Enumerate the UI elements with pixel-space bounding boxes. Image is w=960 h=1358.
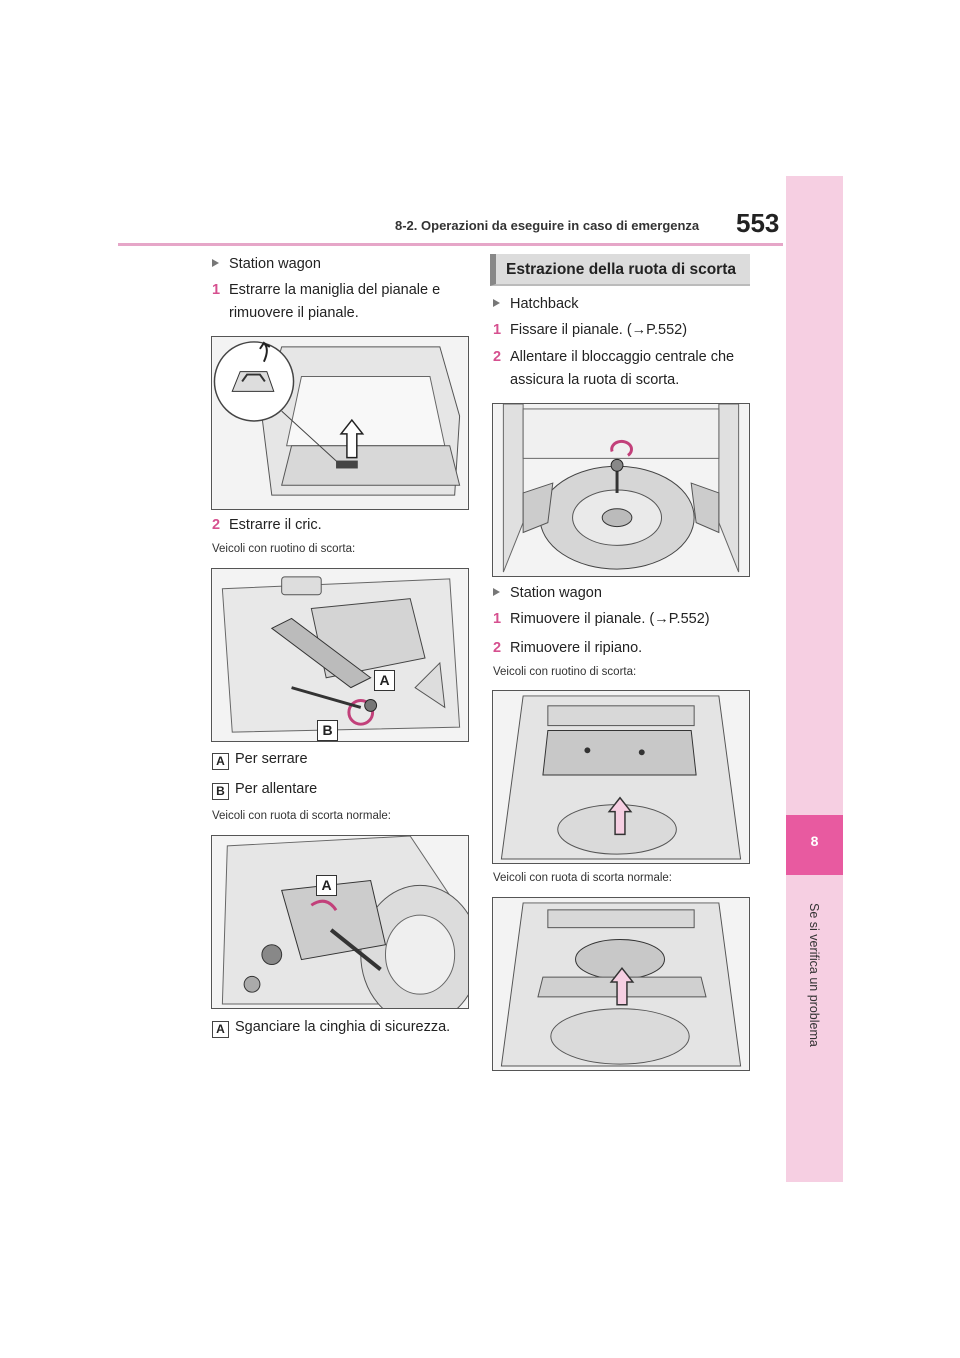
- running-header: 8-2. Operazioni da eseguire in caso di e…: [395, 218, 700, 233]
- section-heading: Estrazione della ruota di scorta: [490, 254, 750, 286]
- caption-normal-spare-left: Veicoli con ruota di scorta normale:: [212, 810, 391, 822]
- chapter-number: 8: [810, 833, 819, 849]
- bullet-triangle-icon: [493, 299, 500, 307]
- caption-normal-spare-right: Veicoli con ruota di scorta normale:: [493, 872, 672, 884]
- chapter-title-vertical: Se si verifica un problema: [793, 903, 833, 1053]
- caption-mini-spare-left: Veicoli con ruotino di scorta:: [212, 543, 356, 555]
- chapter-side-strip: [786, 176, 843, 1182]
- chapter-number-box: [786, 815, 843, 875]
- hb-step-1: 1 Fissare il pianale. (→P.552): [493, 322, 688, 338]
- header-rule: [118, 243, 783, 246]
- figure-trunk-floor-handle: [211, 336, 469, 510]
- figure-callout-a-strap: A: [316, 875, 337, 896]
- chapter-title: Se si verifica un problema: [807, 903, 821, 1047]
- figure-station-wagon-shelf-normal: [492, 897, 750, 1071]
- caption-mini-spare-right: Veicoli con ruotino di scorta:: [493, 666, 637, 678]
- figure-callout-b: B: [317, 720, 338, 741]
- figure-station-wagon-shelf-mini: [492, 690, 750, 864]
- figure-security-strap: [211, 835, 469, 1009]
- figure-jack-mini-spare: [211, 568, 469, 742]
- step-2: 2 Estrarre il cric.: [212, 517, 322, 533]
- page-number: 553: [736, 208, 780, 238]
- bullet-triangle-icon: [493, 588, 500, 596]
- step-1: 1 Estrarre la maniglia del pianale e rim…: [212, 282, 441, 321]
- figure-hatchback-spare-lock: [492, 403, 750, 577]
- bullet-triangle-icon: [212, 259, 219, 267]
- hb-step-2: 2 Allentare il bloccaggio centrale che a…: [493, 349, 735, 388]
- sw-step-2: 2 Rimuovere il ripiano.: [493, 640, 643, 656]
- sw-step-1: 1 Rimuovere il pianale. (→P.552): [493, 611, 710, 627]
- bullet-station-wagon: Station wagon: [212, 256, 321, 272]
- bullet-hatchback: Hatchback: [493, 296, 579, 312]
- figure-callout-a: A: [374, 670, 395, 691]
- bullet-station-wagon-right: Station wagon: [493, 585, 602, 601]
